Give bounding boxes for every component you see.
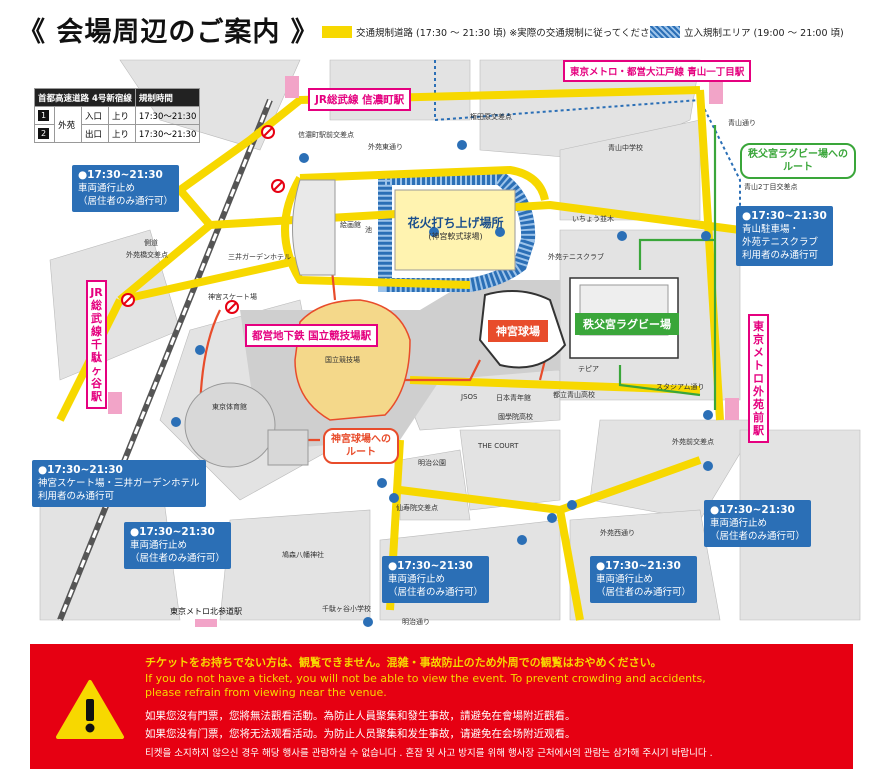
place-aoyama-jhs: 青山中学校 xyxy=(608,144,643,152)
place-sendagaya-es: 千駄ヶ谷小学校 xyxy=(322,605,371,613)
place-meiji-park: 明治公園 xyxy=(418,459,446,467)
warning-zh-cn: 如果您没有门票，您将无法观看活动。为防止人员聚集和发生事故，请避免在会场附近观看… xyxy=(145,728,576,740)
table-ramp: 出口 xyxy=(81,124,109,143)
table-time: 17:30～21:30 xyxy=(134,124,201,143)
place-tokyo-gym: 東京体育館 xyxy=(212,403,247,411)
sign-aoyama2: 青山2丁目交差点 xyxy=(744,183,798,191)
table-ramp: 入口 xyxy=(81,106,109,125)
legend-label-restricted: 立入規制エリア (19:00 ～ 21:00 頃) xyxy=(684,28,844,39)
place-ike: 池 xyxy=(365,226,372,234)
place-teppia: テピア xyxy=(578,365,599,373)
road-gaien-west: 外苑西通り xyxy=(600,529,635,537)
place-kokugakuin: 國學院高校 xyxy=(498,413,533,421)
place-kokuritsu-stadium: 国立競技場 xyxy=(325,356,360,364)
place-hatomori: 鳩森八幡神社 xyxy=(282,551,324,559)
table-dir: 上り xyxy=(107,124,136,143)
warning-en-1: If you do not have a ticket, you will no… xyxy=(145,672,706,685)
place-aoyama-hs: 都立青山高校 xyxy=(553,391,595,399)
place-court: THE COURT xyxy=(478,442,519,450)
sign-sokudo: 側道 xyxy=(144,239,158,247)
station-aoyama-itchome: 東京メトロ・都営大江戸線 青山一丁目駅 xyxy=(563,60,752,82)
page-title: 《 会場周辺のご案内 》 xyxy=(18,17,319,48)
jingu-route-label: 神宮球場へのルート xyxy=(323,428,399,464)
station-kokuritsu: 都営地下鉄 国立競技場駅 xyxy=(245,324,379,347)
table-header-time: 規制時間 xyxy=(134,88,201,107)
venue-jingu-stadium: 神宮球場 xyxy=(488,320,548,342)
warning-ko: 티켓을 소지하지 않으신 경우 해당 행사를 관람하실 수 없습니다 . 혼잡 … xyxy=(145,748,713,759)
place-mitsui: 三井ガーデンホテル xyxy=(228,253,291,261)
warning-triangle-icon xyxy=(56,680,124,739)
sign-sendagaya-jct: 仙寿院交差点 xyxy=(396,504,438,512)
highway-regulation-table: 首都高速道路 4号新宿線 規制時間 1 外苑 入口 上り 17:30～21:30… xyxy=(33,88,201,143)
station-kitasando: 東京メトロ北参道駅 xyxy=(170,607,242,616)
table-section: 外苑 xyxy=(54,106,83,143)
warning-zh-tw: 如果您沒有門票，您將無法觀看活動。為防止人員聚集和發生事故，請避免在會場附近觀看… xyxy=(145,710,576,722)
place-jsos: JSOS xyxy=(461,393,478,401)
venue-fireworks-label: 花火打ち上げ場所 xyxy=(407,216,504,230)
place-skate: 神宮スケート場 xyxy=(208,293,257,301)
road-meiji-st: 明治通り xyxy=(402,618,430,626)
road-gaien-east: 外苑東通り xyxy=(368,143,403,151)
rugby-route-label: 秩父宮ラグビー場へのルート xyxy=(740,143,856,179)
place-tennis: 外苑テニスクラブ xyxy=(548,253,604,261)
station-sendagaya: JR総武線 千駄ヶ谷駅 xyxy=(86,280,107,409)
area-map xyxy=(39,59,861,627)
sign-gaienkyo: 外苑橋交差点 xyxy=(126,251,168,259)
warning-en-2: please refrain from viewing near the ven… xyxy=(145,686,387,699)
sign-shinanomachi: 信濃町駅前交差点 xyxy=(298,131,354,139)
place-icho: いちょう並木 xyxy=(572,215,614,223)
place-kaigakan: 絵画館 xyxy=(340,221,361,229)
table-header-road: 首都高速道路 4号新宿線 xyxy=(34,88,136,107)
venue-fireworks: 花火打ち上げ場所 (神宮軟式球場) xyxy=(398,214,513,242)
road-aoyama-st: 青山通り xyxy=(728,119,756,127)
station-shinanomachi: JR総武線 信濃町駅 xyxy=(308,88,412,111)
place-seinenkan: 日本青年館 xyxy=(496,394,531,402)
legend-swatch-traffic xyxy=(322,26,352,38)
legend-swatch-restricted xyxy=(650,26,680,38)
table-dir: 上り xyxy=(107,106,136,125)
venue-fireworks-sub: (神宮軟式球場) xyxy=(428,232,483,241)
sign-gaienmae: 外苑前交差点 xyxy=(672,438,714,446)
table-time: 17:30～21:30 xyxy=(134,106,201,125)
legend-label-traffic: 交通規制道路 (17:30 ～ 21:30 頃) ※実際の交通規制に従ってくださ… xyxy=(356,28,659,39)
table-row-num: 2 xyxy=(33,124,56,143)
table-row-num: 1 xyxy=(33,106,56,125)
warning-jp: チケットをお持ちでない方は、観覧できません。混雑・事故防止のため外周での観覧はお… xyxy=(145,656,662,669)
warning-banner: チケットをお持ちでない方は、観覧できません。混雑・事故防止のため外周での観覧はお… xyxy=(30,644,853,769)
station-gaienmae: 東京メトロ 外苑前駅 xyxy=(748,314,769,443)
venue-rugby-stadium: 秩父宮ラグビー場 xyxy=(575,313,679,335)
road-stadium-st: スタジアム通り xyxy=(656,383,705,391)
sign-umeda: 権田原交差点 xyxy=(470,113,512,121)
